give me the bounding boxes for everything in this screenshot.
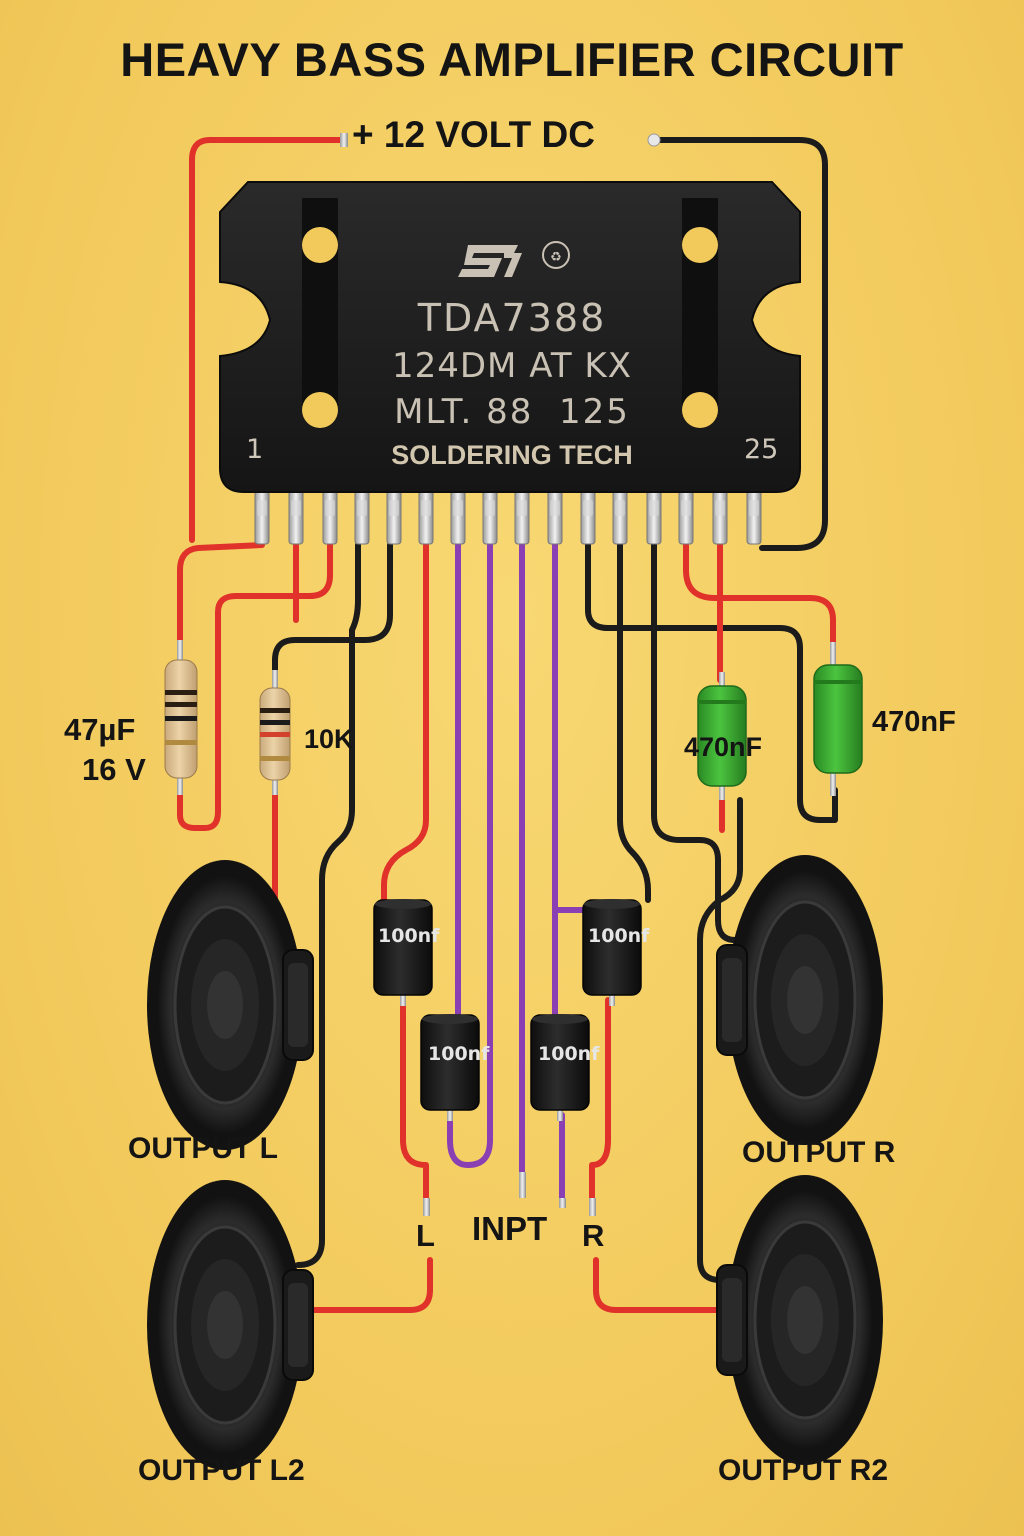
chip-line-2: 124DM AT KX <box>391 346 632 386</box>
chip-pin <box>322 487 338 545</box>
output-l-label: OUTPUT L <box>128 1132 278 1165</box>
speaker-icon <box>147 1180 314 1470</box>
speaker-icon <box>716 1175 883 1465</box>
wire-purple-2 <box>447 542 493 1168</box>
wire-capR-out <box>589 997 611 1203</box>
film-cap-right-label: 470nF <box>872 706 956 738</box>
wire-pin18 <box>585 542 838 823</box>
chip-pin-last: 25 <box>744 434 779 465</box>
electrolytic-cap-100nf <box>420 1014 480 1121</box>
chip-pin <box>386 487 402 545</box>
wire-pin21 <box>697 797 743 1283</box>
wire-pin1 <box>177 542 265 653</box>
capacitor-voltage-label: 16 V <box>82 752 146 787</box>
wire-pin6 <box>381 542 429 903</box>
output-r-label: OUTPUT R <box>742 1136 896 1169</box>
terminal-pins <box>340 133 661 1216</box>
chip-pin-first: 1 <box>246 434 264 465</box>
capacitor-value-label: 47µF <box>64 712 136 747</box>
tda7388-chip: ♻ <box>219 181 801 545</box>
ecap-2-label: 100nf <box>428 1043 490 1065</box>
resistor-10k <box>259 670 291 795</box>
chip-pin <box>547 487 563 545</box>
chip-pin <box>288 487 304 545</box>
supply-wire-positive <box>189 137 343 543</box>
wire-pin20 <box>651 542 763 943</box>
wire-cap-return <box>177 542 333 831</box>
electrolytic-cap-100nf <box>530 1014 590 1121</box>
wire-R2-speaker <box>593 1257 723 1313</box>
wire-pin19 <box>617 542 651 903</box>
output-r2-label: OUTPUT R2 <box>718 1454 889 1487</box>
terminal-input-label: INPT <box>472 1210 548 1247</box>
chip-brand: SOLDERING TECH <box>391 440 633 470</box>
chip-pin <box>514 487 530 545</box>
wire-resistor-top <box>272 542 393 683</box>
chip-pin <box>482 487 498 545</box>
ecap-1-label: 100nf <box>378 925 440 947</box>
diagram-title: HEAVY BASS AMPLIFIER CIRCUIT <box>120 33 904 86</box>
chip-part-number: TDA7388 <box>417 296 607 340</box>
chip-line-3: MLT. 88 125 <box>394 392 630 432</box>
chip-pin <box>746 487 762 545</box>
electrolytic-cap-100nf <box>373 899 433 1006</box>
chip-pin <box>254 487 270 545</box>
chip-pin <box>450 487 466 545</box>
wire-pin4 <box>295 542 361 1268</box>
wire-L2-speaker <box>297 1257 433 1313</box>
speaker-icon <box>716 855 883 1145</box>
chip-pin <box>354 487 370 545</box>
ecap-4-label: 100nf <box>588 925 650 947</box>
speaker-icon <box>147 860 314 1150</box>
supply-label: + 12 VOLT DC <box>352 114 595 155</box>
wire-pin23 <box>683 542 836 653</box>
wire-capL-out <box>400 997 429 1203</box>
chip-pin <box>678 487 694 545</box>
film-cap-left <box>697 672 747 800</box>
output-l2-label: OUTPUT L2 <box>138 1454 305 1487</box>
film-cap-right <box>813 642 863 796</box>
chip-pin <box>418 487 434 545</box>
st-logo-icon <box>458 245 522 277</box>
supply-wire-ground <box>649 137 828 551</box>
capacitor-47uf <box>164 640 198 795</box>
ecap-3-label: 100nf <box>538 1043 600 1065</box>
svg-text:♻: ♻ <box>550 250 562 265</box>
chip-pin <box>580 487 596 545</box>
terminal-right-label: R <box>582 1218 605 1253</box>
chip-pin <box>646 487 662 545</box>
resistor-label: 10K <box>304 724 354 754</box>
chip-pin <box>712 487 728 545</box>
terminal-left-label: L <box>416 1218 435 1253</box>
film-cap-left-label: 470nF <box>684 732 763 762</box>
electrolytic-cap-100nf <box>582 899 642 1006</box>
chip-pin <box>612 487 628 545</box>
recycle-icon: ♻ <box>542 241 570 269</box>
